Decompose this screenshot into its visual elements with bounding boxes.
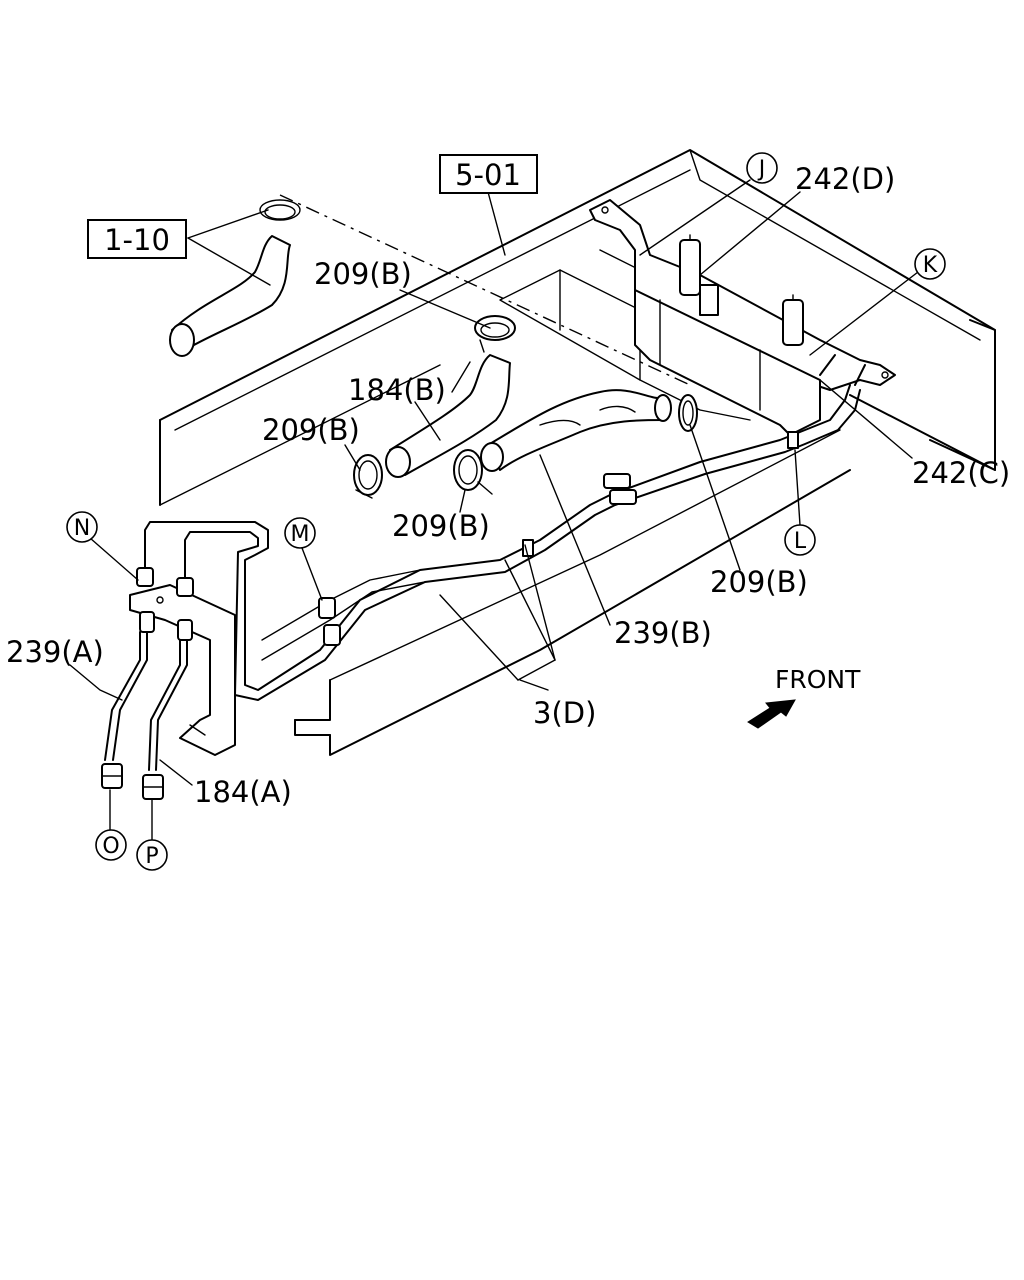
callout-239a: 239(A)	[6, 635, 104, 669]
frame-rail	[159, 149, 996, 756]
circle-p: P	[136, 839, 168, 871]
svg-text:5-01: 5-01	[455, 158, 521, 192]
ref-box-1-10[interactable]: 1-10	[87, 219, 187, 259]
svg-text:1-10: 1-10	[104, 223, 170, 257]
callout-239b: 239(B)	[614, 616, 712, 650]
circle-l: L	[784, 524, 816, 556]
callout-3d: 3(D)	[533, 696, 596, 730]
leader-lines	[69, 179, 919, 841]
hose-184-b	[385, 354, 511, 478]
clamp-mid	[453, 449, 493, 495]
clamp-top	[474, 315, 516, 353]
circle-k: K	[914, 248, 946, 280]
callout-209b-mid: 209(B)	[392, 509, 490, 543]
svg-text:K: K	[923, 253, 938, 278]
svg-text:M: M	[291, 522, 310, 547]
circle-n: N	[66, 511, 98, 543]
oil-cooler-assembly	[589, 199, 896, 436]
front-direction-arrow-icon	[747, 699, 796, 729]
callout-184b: 184(B)	[348, 373, 446, 407]
svg-text:L: L	[794, 529, 807, 554]
front-label: FRONT	[775, 665, 861, 694]
hose-1-10	[169, 199, 301, 357]
clamp-left	[353, 454, 383, 499]
svg-text:N: N	[74, 516, 90, 541]
hose-239-b	[480, 389, 672, 472]
clamp-right	[678, 394, 698, 432]
callout-242d: 242(D)	[795, 162, 895, 196]
callout-209b-right: 209(B)	[710, 565, 808, 599]
callout-209b-left: 209(B)	[262, 413, 360, 447]
circle-m: M	[284, 517, 316, 549]
ref-box-5-01[interactable]: 5-01	[439, 154, 538, 194]
pipes-239-a	[101, 567, 194, 800]
centre-line	[279, 194, 691, 386]
callout-242c: 242(C)	[912, 456, 1010, 490]
circle-o: O	[95, 829, 127, 861]
pipes-3-d	[144, 354, 866, 701]
callout-209b-top: 209(B)	[314, 257, 412, 291]
svg-text:O: O	[102, 834, 119, 859]
circle-j: J	[746, 152, 778, 184]
svg-text:J: J	[757, 157, 766, 182]
callout-184a: 184(A)	[194, 775, 292, 809]
svg-text:P: P	[145, 844, 158, 869]
bracket-184-a	[129, 584, 236, 756]
